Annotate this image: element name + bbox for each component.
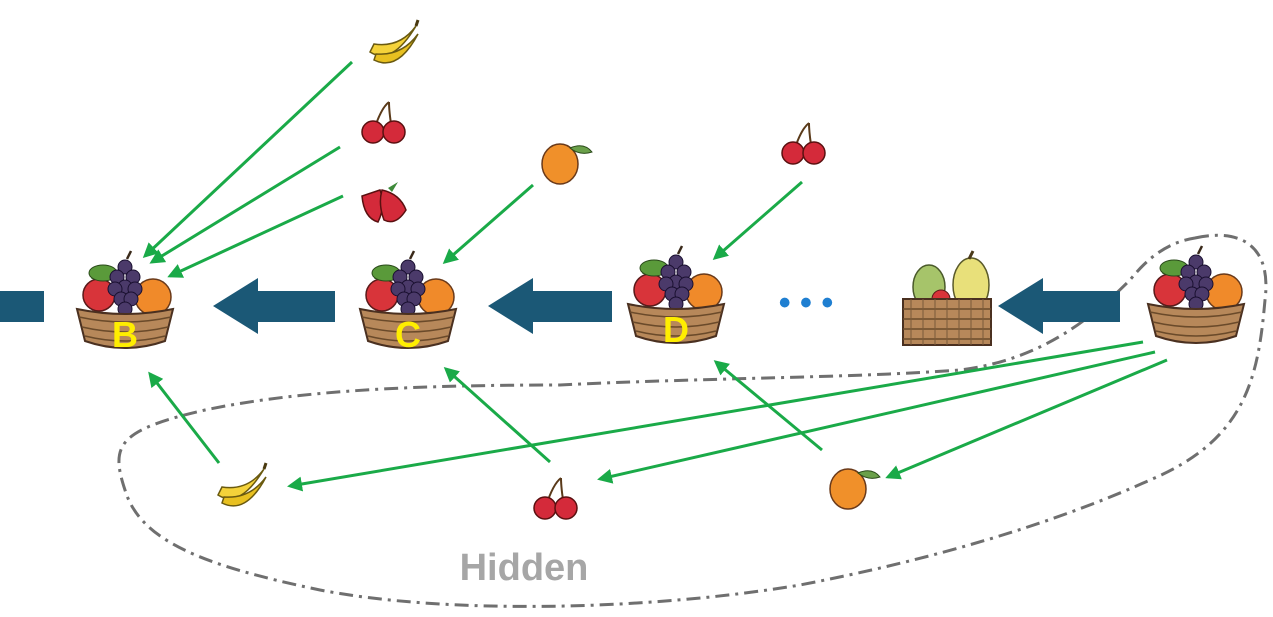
green-arrow-top-cherry-to-b xyxy=(149,145,341,264)
green-arrow-e-to-bottom-cherry xyxy=(597,350,1156,484)
basket-c: C xyxy=(358,250,458,355)
fruit-top-banana-banana-icon xyxy=(369,19,420,64)
fruit-top-peach-peach-icon xyxy=(541,143,593,185)
green-arrow-e-to-bottom-banana xyxy=(287,340,1144,492)
fruit-top-cherry-2-cherry-icon xyxy=(781,122,826,165)
chain-arrow-offscreen-to-b xyxy=(0,291,44,322)
green-arrow-top-peach-to-c xyxy=(442,183,534,264)
chain-arrow-c-to-b xyxy=(213,278,335,334)
green-arrow-e-to-bottom-peach xyxy=(885,358,1168,480)
basket-label-c: C xyxy=(395,314,421,355)
ellipsis: • • • xyxy=(779,284,834,322)
basket-label-b: B xyxy=(112,314,138,355)
green-arrow-group xyxy=(142,60,1168,492)
green-arrow-top-cherry-2-to-d xyxy=(712,180,803,260)
hidden-region-boundary xyxy=(117,233,1268,608)
basket-group: B C D xyxy=(75,245,1246,355)
fruit-bottom-banana-banana-icon xyxy=(217,462,268,507)
hidden-label: Hidden xyxy=(460,547,589,589)
green-arrow-bottom-cherry-to-c xyxy=(443,367,551,464)
fruit-top-strawberry-strawberry-icon xyxy=(361,180,407,223)
fruit-bottom-cherry-cherry-icon xyxy=(533,477,578,520)
green-arrow-bottom-banana-to-b xyxy=(148,371,221,464)
basket-d: D xyxy=(626,245,726,350)
basket-b: B xyxy=(75,250,175,355)
chain-arrow-e-to-p xyxy=(998,278,1120,334)
green-arrow-top-strawberry-to-b xyxy=(167,194,344,278)
chain-arrow-d-to-c xyxy=(488,278,612,334)
fruit-bottom-peach-peach-icon xyxy=(829,468,881,510)
basket-label-d: D xyxy=(663,309,689,350)
basket-e xyxy=(1146,245,1246,344)
green-arrow-top-banana-to-b xyxy=(142,60,354,259)
basket-p xyxy=(902,250,992,346)
fruit-group xyxy=(217,19,881,520)
fruit-top-cherry-cherry-icon xyxy=(361,101,406,144)
